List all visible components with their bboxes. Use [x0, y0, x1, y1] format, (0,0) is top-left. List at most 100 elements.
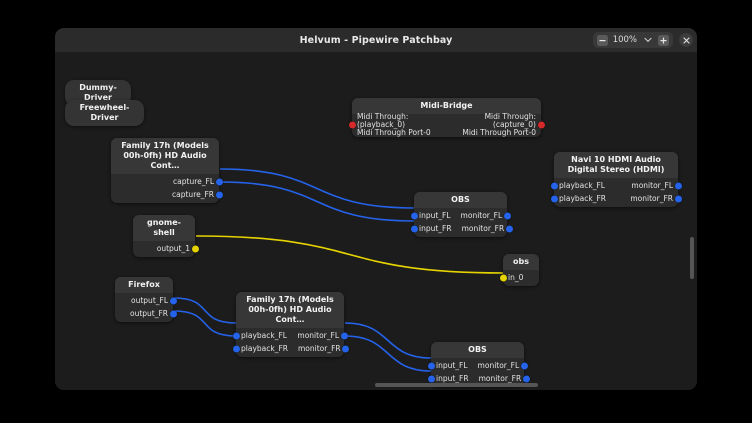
- port-dot-right[interactable]: [520, 362, 528, 369]
- node-navi10-hdmi[interactable]: Navi 10 HDMI Audio Digital Stereo (HDMI)…: [550, 152, 682, 207]
- port-dot-left[interactable]: [410, 212, 418, 219]
- node-family17h-capture[interactable]: Family 17h (Models 00h-0fh) HD Audio Con…: [111, 138, 223, 203]
- node-title: Midi-Bridge: [352, 98, 541, 114]
- port-dot-right[interactable]: [215, 178, 223, 185]
- port-label-left[interactable]: Midi Through:(playback_0) Midi Through P…: [348, 113, 449, 137]
- port-dot-left[interactable]: [550, 182, 558, 189]
- port-dot-right[interactable]: [340, 332, 348, 339]
- node-title: obs: [503, 254, 539, 270]
- node-ports: output_FL output_FR: [115, 293, 177, 322]
- node-title: Navi 10 HDMI Audio Digital Stereo (HDMI): [554, 152, 678, 178]
- port-label-right[interactable]: monitor_FL: [292, 331, 348, 340]
- port-label-right[interactable]: capture_FL: [168, 177, 223, 186]
- port-label-right[interactable]: monitor_FL: [473, 361, 528, 370]
- node-family17h-playback[interactable]: Family 17h (Models 00h-0fh) HD Audio Con…: [232, 292, 350, 357]
- node-title: Firefox: [115, 277, 173, 293]
- port-label-left[interactable]: input_FR: [427, 374, 474, 383]
- port-dot-left[interactable]: [427, 362, 435, 369]
- port-label-left[interactable]: playback_FR: [232, 344, 293, 353]
- port-dot-right[interactable]: [169, 297, 177, 304]
- node-ports: playback_FL monitor_FL playback_FR monitor_…: [550, 178, 682, 207]
- port-label-left[interactable]: playback_FL: [550, 181, 610, 190]
- port-dot-left[interactable]: [410, 225, 418, 232]
- port-row: Midi Through:(playback_0) Midi Through P…: [348, 113, 545, 137]
- node-freewheel-driver[interactable]: Freewheel-Driver: [65, 100, 144, 126]
- port-dot-right[interactable]: [215, 191, 223, 198]
- port-dot-right[interactable]: [169, 310, 177, 317]
- chevron-down-icon[interactable]: [642, 35, 653, 46]
- window-title: Helvum - Pipewire Patchbay: [299, 34, 453, 46]
- port-dot-right[interactable]: [522, 375, 530, 382]
- node-firefox[interactable]: Firefox output_FL output_FR: [115, 277, 177, 322]
- port-row: output_FL: [115, 294, 177, 307]
- node-ports: output_1: [133, 241, 199, 257]
- port-label-right[interactable]: monitor_FR: [625, 194, 682, 203]
- port-label-left[interactable]: input_FR: [410, 224, 457, 233]
- port-label-right[interactable]: output_1: [152, 244, 199, 253]
- port-dot-left[interactable]: [550, 195, 558, 202]
- connection-link[interactable]: [219, 181, 415, 222]
- port-label-left[interactable]: input_FL: [410, 211, 456, 220]
- node-ports: capture_FL capture_FR: [111, 174, 223, 203]
- port-dot-left[interactable]: [232, 345, 240, 352]
- port-dot-left[interactable]: [348, 121, 356, 129]
- connection-link[interactable]: [173, 310, 237, 337]
- node-title: Family 17h (Models 00h-0fh) HD Audio Con…: [236, 292, 344, 328]
- port-row: output_1: [133, 242, 199, 255]
- node-title: gnome-shell: [133, 215, 195, 241]
- port-dot-right[interactable]: [191, 245, 199, 252]
- port-label-right[interactable]: Midi Through:(capture_0) Midi Through Po…: [449, 113, 545, 137]
- port-dot-right[interactable]: [505, 225, 513, 232]
- node-gnome-shell[interactable]: gnome-shell output_1: [133, 215, 199, 257]
- port-label-right[interactable]: monitor_FR: [293, 344, 350, 353]
- zoom-out-button[interactable]: [596, 34, 608, 46]
- port-dot-right[interactable]: [342, 345, 350, 352]
- node-ports: in_0: [499, 270, 539, 286]
- port-dot-left[interactable]: [499, 274, 507, 281]
- port-label-left[interactable]: input_FL: [427, 361, 473, 370]
- port-label-left[interactable]: playback_FL: [232, 331, 292, 340]
- connection-link[interactable]: [344, 322, 432, 359]
- port-dot-left[interactable]: [232, 332, 240, 339]
- port-dot-right[interactable]: [537, 121, 545, 129]
- port-label-right[interactable]: monitor_FR: [474, 374, 530, 383]
- node-obs-sink[interactable]: obs in_0: [499, 254, 539, 286]
- connection-link[interactable]: [344, 335, 432, 372]
- port-label-right[interactable]: monitor_FL: [456, 211, 511, 220]
- horizontal-scrollbar[interactable]: [375, 383, 538, 387]
- port-label-right[interactable]: capture_FR: [167, 190, 223, 199]
- zoom-level-value[interactable]: 100%: [612, 35, 637, 45]
- vertical-scrollbar[interactable]: [690, 237, 694, 279]
- port-dot-right[interactable]: [674, 195, 682, 202]
- port-dot-right[interactable]: [674, 182, 682, 189]
- port-row: output_FR: [115, 307, 177, 320]
- connection-link[interactable]: [173, 297, 237, 324]
- node-title: Freewheel-Driver: [79, 103, 130, 122]
- node-title: OBS: [431, 342, 524, 358]
- port-dot-right[interactable]: [503, 212, 511, 219]
- port-label-left[interactable]: in_0: [499, 273, 528, 282]
- port-label-right[interactable]: output_FL: [126, 296, 177, 305]
- connection-link[interactable]: [195, 235, 504, 274]
- close-button[interactable]: [679, 33, 693, 47]
- node-title: OBS: [414, 192, 507, 208]
- port-label-right[interactable]: output_FR: [125, 309, 177, 318]
- port-label-right[interactable]: monitor_FL: [626, 181, 682, 190]
- node-title: Dummy-Driver: [79, 83, 117, 102]
- zoom-in-button[interactable]: [658, 34, 669, 46]
- connection-link[interactable]: [219, 168, 415, 209]
- port-label-left[interactable]: playback_FR: [550, 194, 611, 203]
- port-dot-left[interactable]: [427, 375, 435, 382]
- port-label-right[interactable]: monitor_FR: [457, 224, 513, 233]
